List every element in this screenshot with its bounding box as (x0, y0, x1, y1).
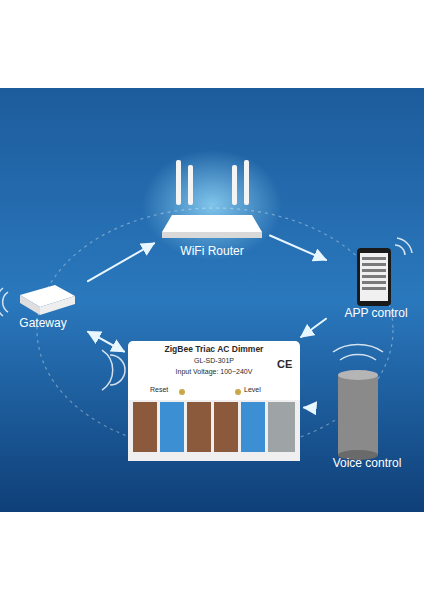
dimmer-box: ZigBee Triac AC DimmerGL-SD-301PInput Vo… (128, 341, 300, 461)
product-spec: Input Voltage: 100~240V (176, 366, 253, 377)
signal-arrow (304, 407, 310, 409)
device-node: Voice control (314, 352, 420, 472)
speaker-icon (333, 344, 383, 460)
router-icon (162, 160, 262, 238)
gateway-icon (0, 285, 75, 316)
product-spec: GL-SD-301P (194, 355, 234, 366)
signal-arrow (88, 332, 124, 352)
control-label: Reset (150, 386, 168, 393)
device-label: Gateway (19, 316, 66, 330)
phone-icon (357, 238, 412, 306)
signal-arrow (301, 319, 326, 337)
signal-arrow (270, 236, 326, 261)
router-glow (142, 150, 282, 260)
signal-arrow (88, 243, 154, 281)
product-name: ZigBee Triac AC Dimmer (165, 344, 264, 355)
device-node: Gateway (2, 282, 84, 332)
dimmer-module (102, 341, 300, 461)
device-node: APP control (330, 242, 422, 322)
device-node: WiFi Router (158, 158, 266, 262)
blue-panel (0, 88, 424, 512)
cert-mark: CE (277, 358, 292, 370)
control-label: Level (244, 386, 261, 393)
device-label: Voice control (333, 456, 402, 470)
device-label: APP control (344, 306, 407, 320)
device-label: WiFi Router (180, 244, 243, 258)
